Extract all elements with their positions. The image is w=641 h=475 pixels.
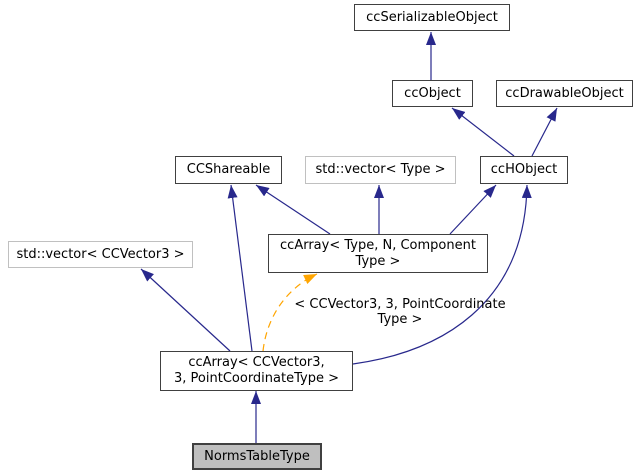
node-label: ccHObject — [490, 162, 558, 177]
node-normstabletype: NormsTableType — [192, 443, 322, 470]
node-label: ccObject — [404, 85, 461, 101]
node-label: ccDrawableObject — [505, 85, 624, 101]
node-label-line2: Type > — [355, 253, 401, 269]
node-label: std::vector< CCVector3 > — [16, 246, 185, 262]
node-label-line2: 3, PointCoordinateType > — [174, 371, 339, 386]
node-ccobject[interactable]: ccObject — [392, 80, 473, 107]
node-ccarray-generic[interactable]: ccArray< Type, N, Component Type > — [268, 234, 488, 273]
node-ccserializableobject[interactable]: ccSerializableObject — [354, 4, 510, 31]
node-ccdrawableobject[interactable]: ccDrawableObject — [496, 80, 633, 107]
edge-cchobject-to-ccobject — [451, 107, 515, 157]
node-label: CCShareable — [186, 162, 271, 177]
node-label-line1: ccArray< Type, N, Component — [280, 237, 476, 253]
edge-ccarray-specialized-to-stdvector-ccvector3 — [140, 268, 231, 352]
template-instantiation-label: < CCVector3, 3, PointCoordinate Type > — [290, 297, 510, 327]
edge-template-instantiation — [262, 273, 318, 352]
node-ccshareable[interactable]: CCShareable — [175, 156, 282, 184]
node-stdvector-ccvector3: std::vector< CCVector3 > — [8, 241, 193, 268]
edge-ccarray-generic-to-ccshareable — [255, 184, 331, 235]
node-label: NormsTableType — [204, 448, 310, 464]
node-cchobject[interactable]: ccHObject — [480, 156, 568, 184]
template-label-line2: Type > — [377, 312, 423, 327]
node-stdvector-type: std::vector< Type > — [305, 156, 456, 184]
template-label-line1: < CCVector3, 3, PointCoordinate — [294, 297, 506, 312]
edge-ccarray-specialized-to-cchobject — [352, 184, 532, 365]
node-ccarray-specialized[interactable]: ccArray< CCVector3, 3, PointCoordinateTy… — [160, 351, 353, 391]
node-label-line1: ccArray< CCVector3, — [188, 355, 325, 370]
edge-ccarray-specialized-to-ccshareable — [227, 184, 253, 352]
edge-ccarray-generic-to-cchobject — [449, 184, 497, 235]
edge-cchobject-to-ccdrawableobject — [531, 107, 558, 157]
node-label: std::vector< Type > — [315, 162, 446, 177]
node-label: ccSerializableObject — [366, 9, 498, 25]
